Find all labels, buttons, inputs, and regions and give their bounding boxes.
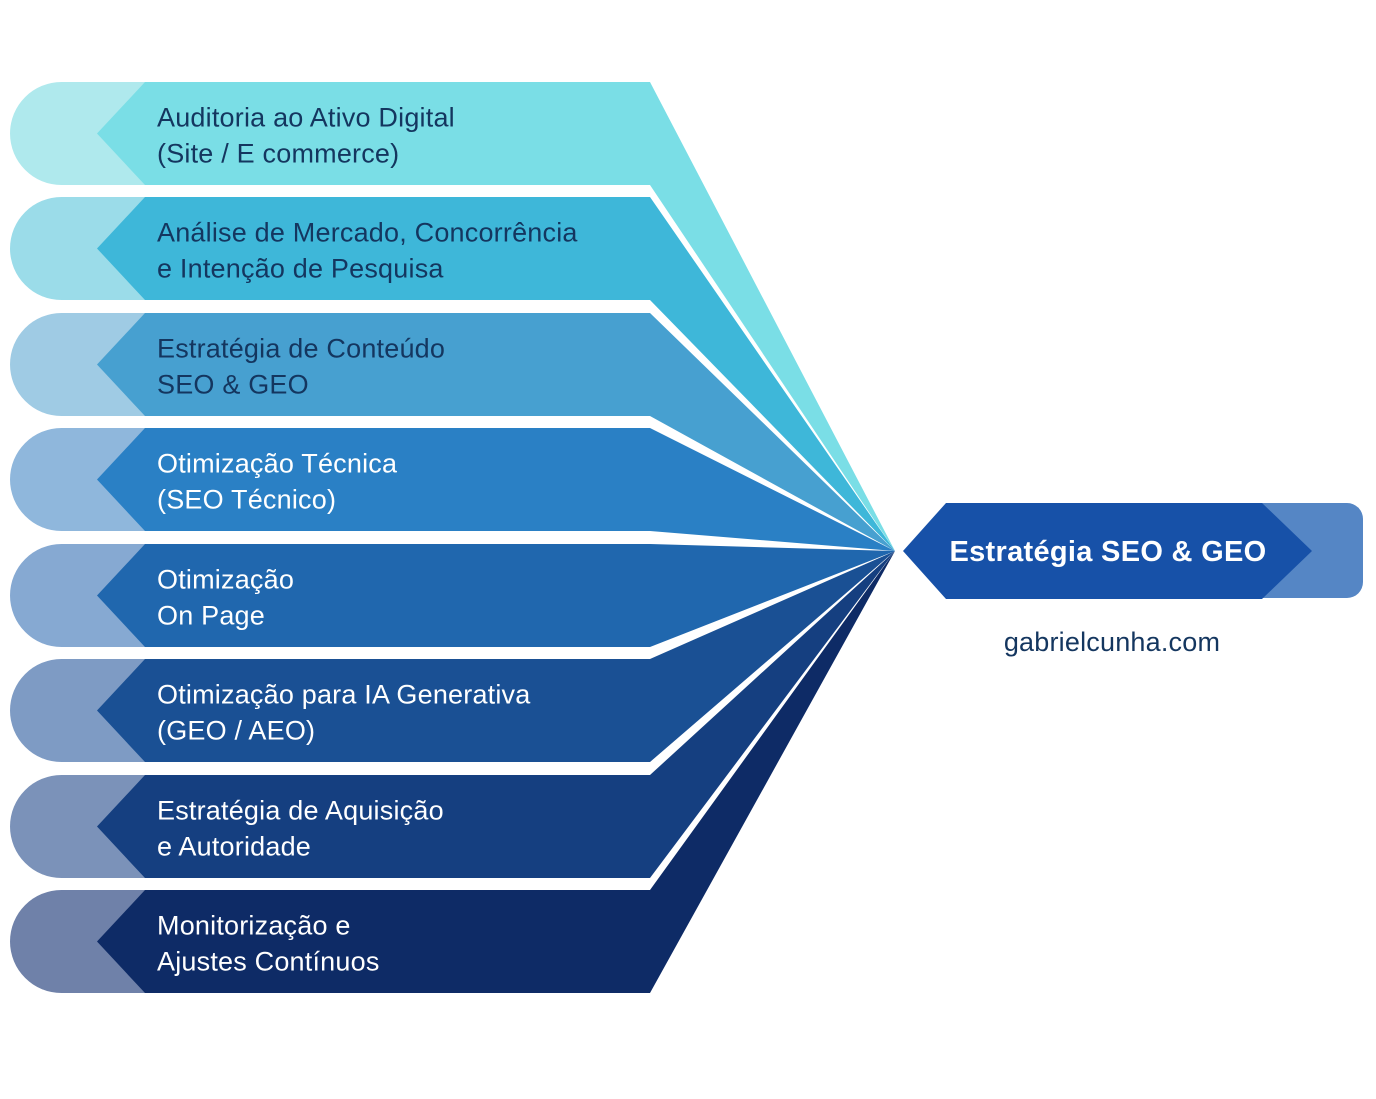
step-7-label-line-1: Estratégia de Aquisição (157, 796, 444, 826)
step-4-arrow-shape (97, 428, 895, 551)
step-2-label-line-2: e Intenção de Pesquisa (157, 254, 444, 284)
step-2-arrow-shape (97, 197, 895, 551)
step-6-label-line-2: (GEO / AEO) (157, 716, 315, 746)
step-5-arrow-shape (97, 544, 895, 647)
step-1-arrow-shape (97, 82, 895, 551)
step-4-label-line-1: Otimização Técnica (157, 449, 398, 479)
center-arrow-label: Estratégia SEO & GEO (949, 536, 1266, 568)
step-1-label-line-2: (Site / E commerce) (157, 139, 399, 169)
step-5-label-line-1: Otimização (157, 565, 294, 595)
step-8-label-line-1: Monitorização e (157, 911, 351, 941)
step-3-arrow-shape (97, 313, 895, 551)
step-6-label-line-1: Otimização para IA Generativa (157, 680, 531, 710)
step-7-arrow-shape (97, 551, 895, 878)
step-1-label-line-1: Auditoria ao Ativo Digital (157, 103, 455, 133)
step-3-label-line-1: Estratégia de Conteúdo (157, 334, 445, 364)
step-8-label-line-2: Ajustes Contínuos (157, 947, 380, 977)
step-8-arrow-shape (97, 551, 895, 993)
step-3-label-line-2: SEO & GEO (157, 370, 309, 400)
step-5-label-line-2: On Page (157, 601, 265, 631)
site-name-text: gabrielcunha.com (1004, 627, 1220, 657)
center-arrow-shape (903, 503, 1312, 599)
step-7-label-line-2: e Autoridade (157, 832, 311, 862)
step-2-label-line-1: Análise de Mercado, Concorrência (157, 218, 578, 248)
step-4-label-line-2: (SEO Técnico) (157, 485, 336, 515)
step-6-arrow-shape (97, 551, 895, 762)
